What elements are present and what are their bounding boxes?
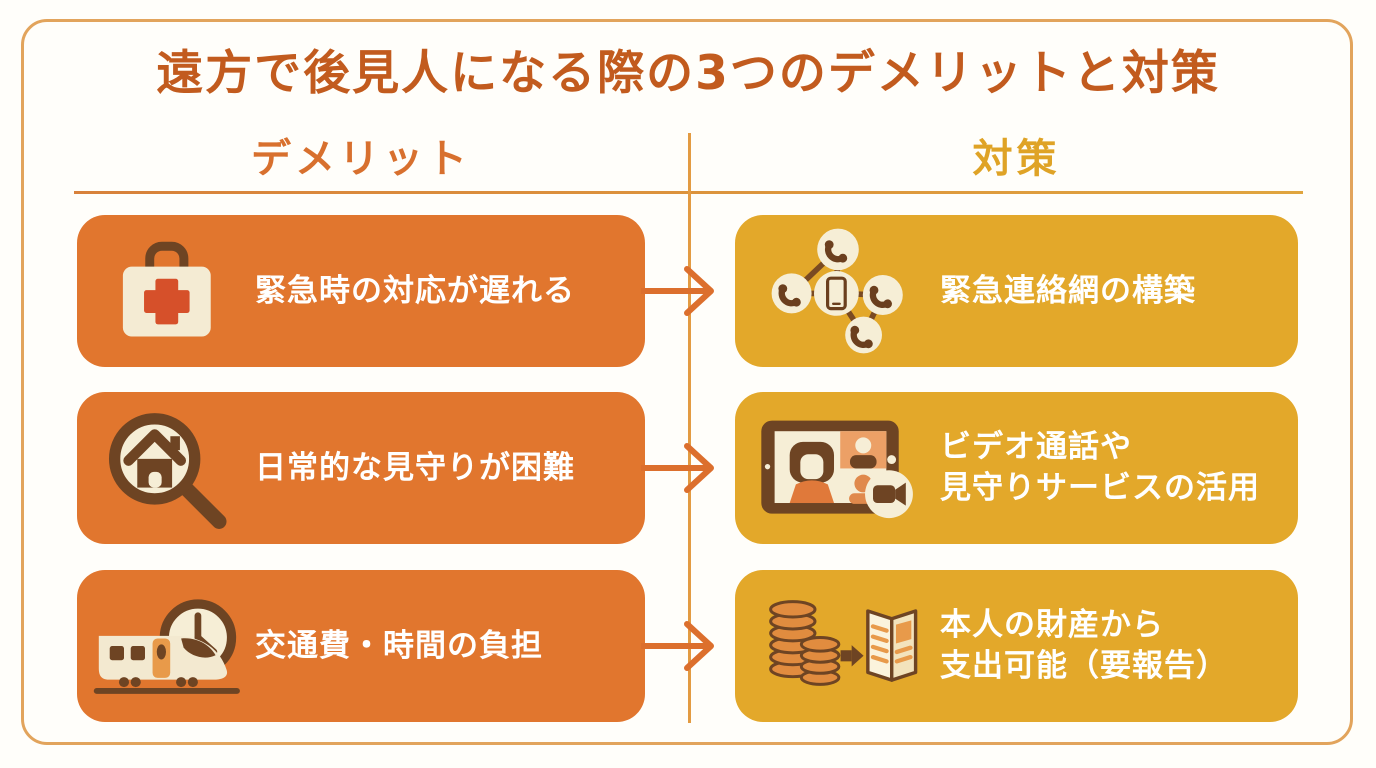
demerit-box: 日常的な見守りが困難 — [77, 392, 645, 544]
row-monitoring: 日常的な見守りが困難 — [0, 392, 1376, 544]
demerit-box: 緊急時の対応が遅れる — [77, 215, 645, 367]
demerit-text: 日常的な見守りが困難 — [255, 449, 575, 486]
demerit-text: 交通費・時間の負担 — [255, 627, 543, 664]
coins-ledger-icon — [735, 590, 940, 702]
border-frame — [21, 19, 1353, 745]
countermeasure-box: 本人の財産から 支出可能（要報告） — [735, 570, 1298, 722]
countermeasure-text: ビデオ通話や 見守りサービスの活用 — [940, 429, 1260, 506]
tablet-video-call-icon — [735, 408, 940, 528]
phone-network-icon — [735, 223, 940, 359]
countermeasure-box: ビデオ通話や 見守りサービスの活用 — [735, 392, 1298, 544]
demerit-box: 交通費・時間の負担 — [77, 570, 645, 722]
column-header-countermeasure: 対策 — [972, 136, 1061, 182]
demerit-text: 緊急時の対応が遅れる — [255, 272, 575, 309]
page-title: 遠方で後見人になる際の3つのデメリットと対策 — [156, 46, 1220, 101]
arrow-right-icon — [641, 266, 714, 316]
row-emergency: 緊急時の対応が遅れる — [0, 215, 1376, 367]
countermeasure-text: 本人の財産から 支出可能（要報告） — [940, 607, 1228, 684]
magnifier-house-icon — [77, 404, 255, 532]
countermeasure-box: 緊急連絡網の構築 — [735, 215, 1298, 367]
column-header-demerit: デメリット — [251, 136, 471, 182]
countermeasure-text: 緊急連絡網の構築 — [940, 272, 1196, 309]
first-aid-kit-icon — [77, 232, 255, 350]
arrow-right-icon — [641, 443, 714, 493]
row-travel-cost: 交通費・時間の負担 — [0, 570, 1376, 722]
column-divider — [688, 133, 691, 723]
train-clock-icon — [77, 587, 255, 705]
arrow-right-icon — [641, 621, 714, 671]
